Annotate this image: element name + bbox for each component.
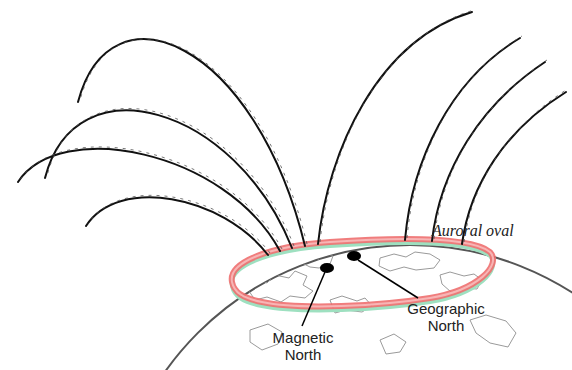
auroral-oval-inner bbox=[232, 239, 493, 306]
auroral-oval bbox=[232, 239, 493, 306]
magnetic-field-lines bbox=[18, 12, 566, 255]
pole-label: Magnetic North bbox=[262, 329, 344, 363]
leader-line bbox=[302, 272, 325, 326]
geographic-north-dot bbox=[347, 251, 361, 261]
field-line-twist bbox=[20, 10, 566, 253]
pole-label: Geographic North bbox=[400, 300, 492, 334]
leader-line bbox=[358, 260, 418, 298]
region-label: Auroral oval bbox=[432, 222, 552, 239]
magnetic-north-dot bbox=[320, 263, 334, 273]
